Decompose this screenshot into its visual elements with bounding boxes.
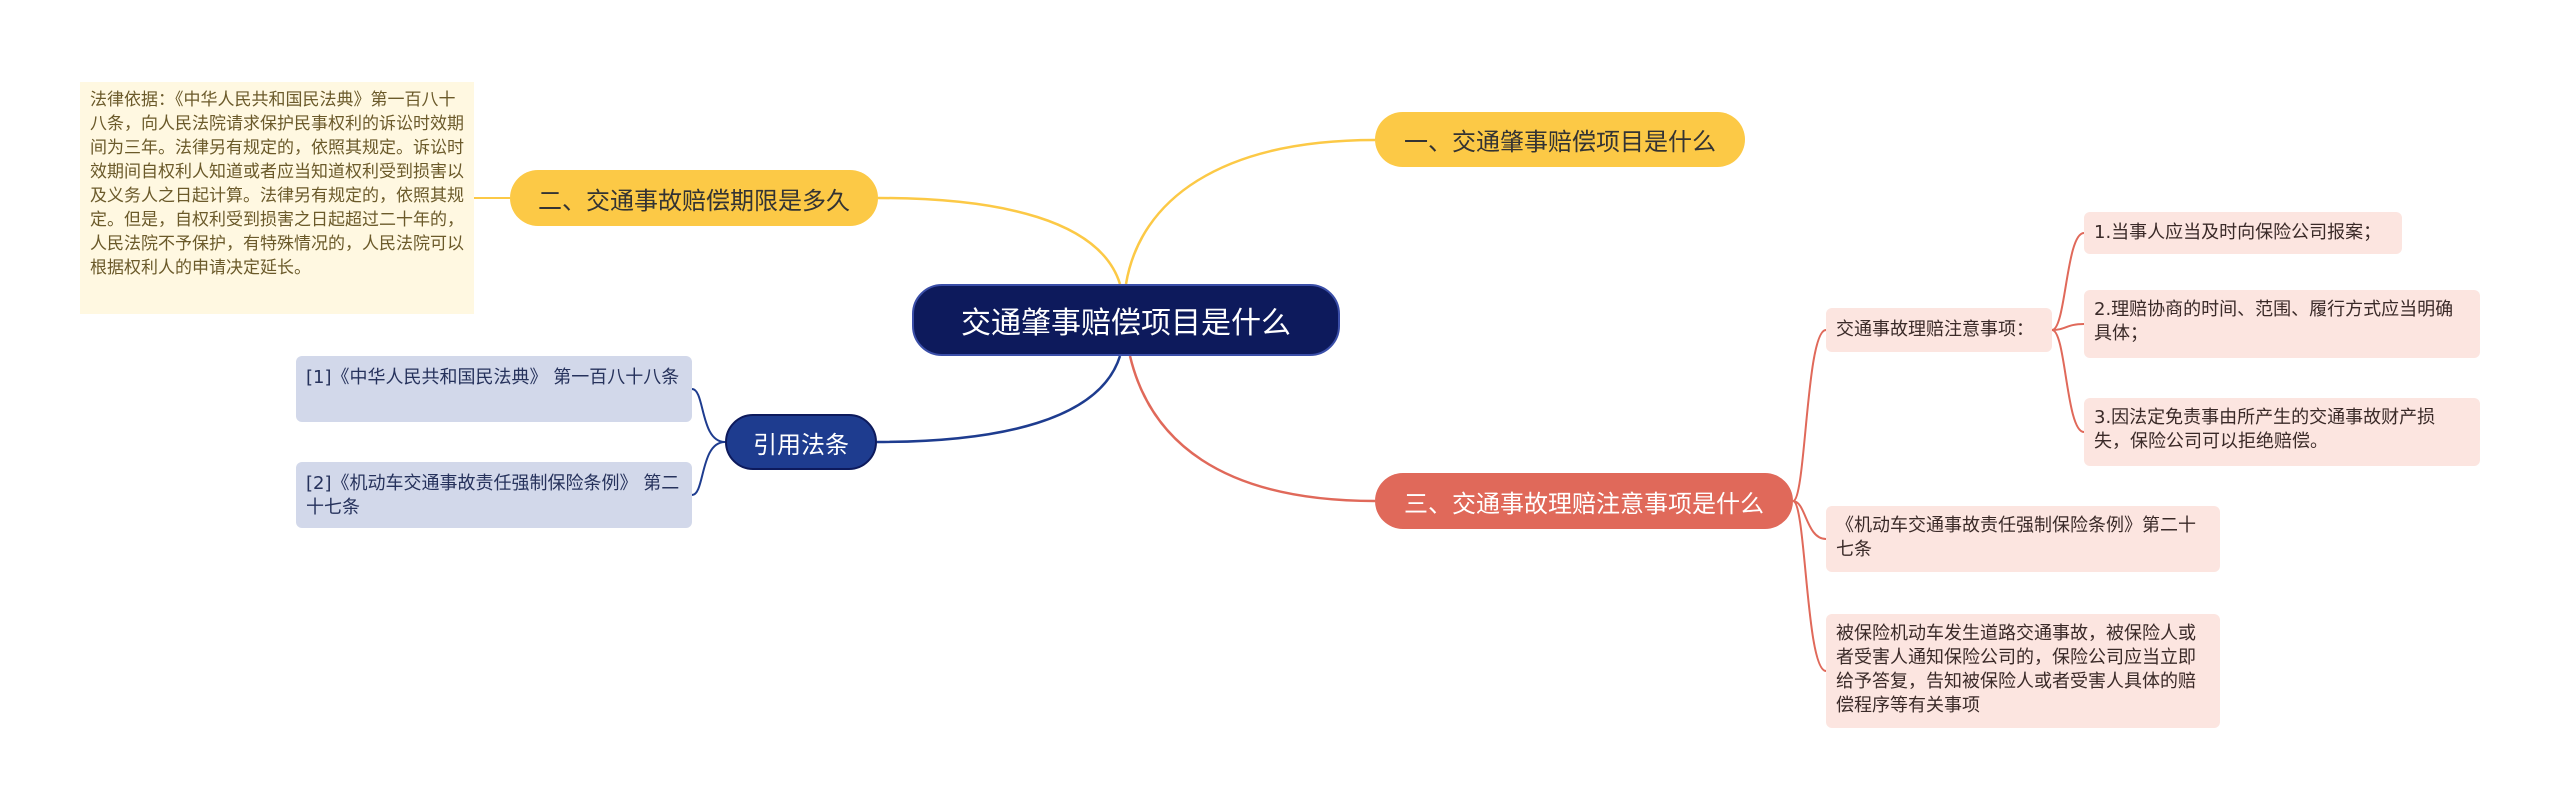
- legal-basis-note: 法律依据：《中华人民共和国民法典》第一百八十八条，向人民法院请求保护民事权利的诉…: [80, 82, 474, 314]
- claim-notes-heading[interactable]: 交通事故理赔注意事项：: [1826, 308, 2052, 352]
- link-b3-refs: [691, 388, 726, 496]
- regulation-reference[interactable]: 《机动车交通事故责任强制保险条例》第二十七条: [1826, 506, 2220, 572]
- cited-law-item[interactable]: [1]《中华人民共和国民法典》 第一百八十八条: [296, 356, 692, 422]
- claim-note-item[interactable]: 1.当事人应当及时向保险公司报案；: [2084, 212, 2402, 254]
- branch-compensation-items[interactable]: 一、交通肇事赔偿项目是什么: [1375, 112, 1745, 167]
- link-b4-children: [1792, 329, 1827, 672]
- branch-claim-notes[interactable]: 三、交通事故理赔注意事项是什么: [1375, 473, 1793, 529]
- branch-compensation-period[interactable]: 二、交通事故赔偿期限是多久: [510, 170, 878, 226]
- link-root-b2: [877, 196, 1122, 285]
- cited-law-item[interactable]: [2]《机动车交通事故责任强制保险条例》 第二十七条: [296, 462, 692, 528]
- claim-note-item[interactable]: 2.理赔协商的时间、范围、履行方式应当明确具体；: [2084, 290, 2480, 358]
- branch-cited-laws[interactable]: 引用法条: [725, 414, 877, 470]
- regulation-detail[interactable]: 被保险机动车发生道路交通事故，被保险人或者受害人通知保险公司的，保险公司应当立即…: [1826, 614, 2220, 728]
- root-topic[interactable]: 交通肇事赔偿项目是什么: [912, 284, 1340, 356]
- link-head-items: [2051, 232, 2085, 433]
- claim-note-item[interactable]: 3.因法定免责事由所产生的交通事故财产损失，保险公司可以拒绝赔偿。: [2084, 398, 2480, 466]
- link-root-b1: [1124, 138, 1376, 285]
- link-root-b4: [1128, 355, 1376, 503]
- link-root-b3: [876, 355, 1122, 444]
